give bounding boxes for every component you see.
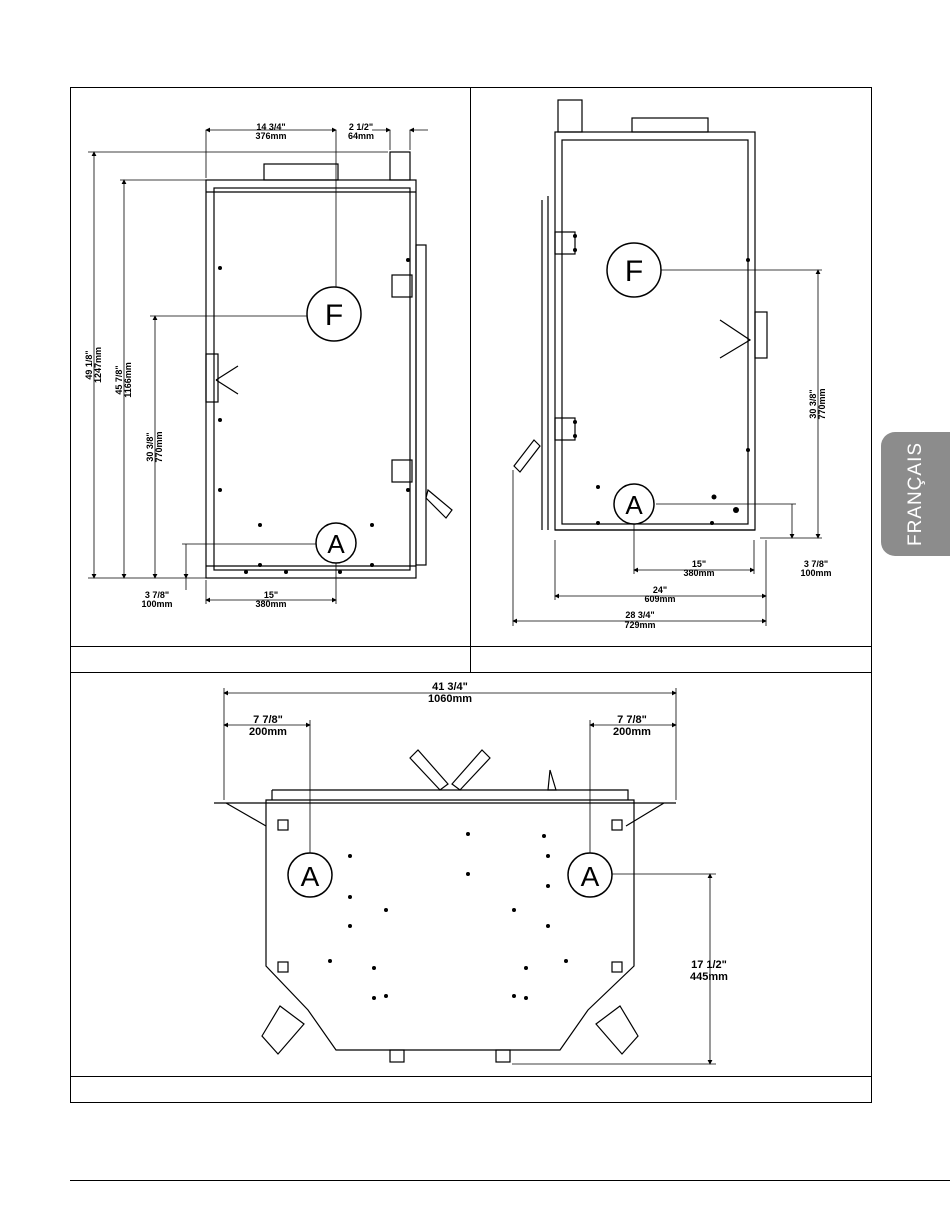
top-dim-left-a-mm: 200mm <box>249 726 287 738</box>
side-top-collar <box>632 118 708 132</box>
front-marker-a: A <box>316 523 356 563</box>
side-marker-a-label: A <box>625 490 643 520</box>
side-marker-a: A <box>614 484 654 524</box>
front-view <box>206 152 452 578</box>
side-rivets <box>573 234 750 525</box>
front-marker-a-label: A <box>327 529 345 559</box>
side-marker-f: F <box>607 243 661 297</box>
side-marker-f-label: F <box>625 255 643 288</box>
front-marker-f-label: F <box>325 299 343 332</box>
side-dimensions <box>513 270 822 626</box>
side-stove-body <box>555 132 755 530</box>
top-dim-total-width-mm: 1060mm <box>428 693 472 705</box>
top-dim-total-width-in: 41 3/4" <box>432 681 468 693</box>
side-dim-depth-total-mm: 729mm <box>624 620 655 630</box>
front-dim-total-height-mm: 1247mm <box>93 347 103 383</box>
top-marker-a-left: A <box>288 853 332 897</box>
side-view <box>514 100 767 530</box>
front-flue-pipe <box>390 152 410 180</box>
side-dim-width-a-mm: 380mm <box>683 568 714 578</box>
front-dim-body-height-mm: 1166mm <box>123 362 133 398</box>
front-marker-f: F <box>307 287 361 341</box>
top-base-flare <box>214 803 676 826</box>
side-dimension-labels: 30 3/8" 770mm 15" 380mm 3 7/8" 100mm 24"… <box>624 388 831 630</box>
side-door-frame <box>542 196 548 530</box>
top-view <box>214 750 676 1062</box>
top-dim-depth-a-in: 17 1/2" <box>691 959 727 971</box>
top-dim-depth-a-mm: 445mm <box>690 971 728 983</box>
top-marker-a-right-label: A <box>581 861 600 892</box>
top-dimension-labels: 41 3/4" 1060mm 7 7/8" 200mm 7 7/8" 200mm… <box>249 681 728 983</box>
front-dimensions <box>88 130 428 604</box>
front-stove-body <box>206 180 416 578</box>
side-dim-height-a-mm: 100mm <box>800 568 831 578</box>
top-marker-a-right: A <box>568 853 612 897</box>
top-stove-body <box>266 800 634 1050</box>
side-dim-depth-total-in: 28 3/4" <box>625 610 654 620</box>
front-dim-width-a-mm: 380mm <box>255 599 286 609</box>
front-dim-height-f-mm: 770mm <box>154 431 164 462</box>
top-rivets <box>328 832 568 1000</box>
front-top-collar <box>264 164 338 180</box>
top-leg-left <box>262 1006 304 1054</box>
front-side-rail <box>416 245 426 565</box>
top-dim-right-a-mm: 200mm <box>613 726 651 738</box>
front-dim-width-f-mm: 376mm <box>255 131 286 141</box>
top-marker-a-left-label: A <box>301 861 320 892</box>
front-dim-height-a-mm: 100mm <box>141 599 172 609</box>
front-dim-flue-mm: 64mm <box>348 131 374 141</box>
side-dim-height-f-mm: 770mm <box>817 388 827 419</box>
side-flue-pipe <box>558 100 582 132</box>
top-dim-left-a-in: 7 7/8" <box>253 714 283 726</box>
side-dim-depth-body-mm: 609mm <box>644 594 675 604</box>
top-leg-right <box>596 1006 638 1054</box>
top-dim-right-a-in: 7 7/8" <box>617 714 647 726</box>
